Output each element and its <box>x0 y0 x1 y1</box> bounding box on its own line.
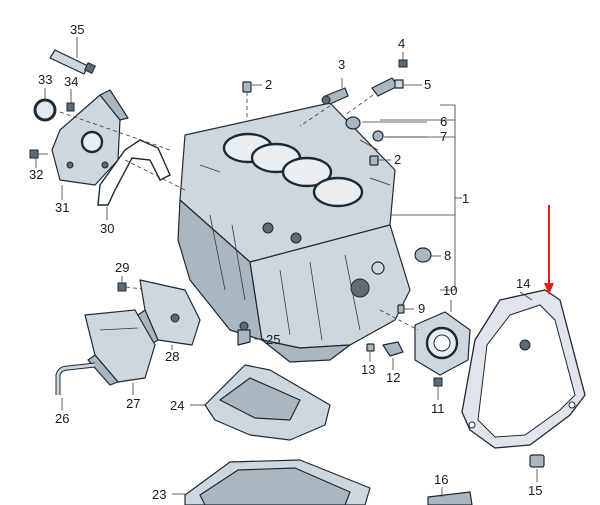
callout-2-side[interactable]: 2 <box>394 152 402 167</box>
gasket-30 <box>97 139 171 220</box>
callout-32[interactable]: 32 <box>29 167 44 182</box>
callout-3[interactable]: 3 <box>338 57 346 72</box>
seal-flange-10 <box>379 300 471 376</box>
timing-cover-31 <box>51 89 129 200</box>
callout-2-top[interactable]: 2 <box>265 77 273 92</box>
callout-23[interactable]: 23 <box>152 487 167 502</box>
callout-4[interactable]: 4 <box>398 36 406 51</box>
oil-pan-23 <box>172 459 371 505</box>
sensor-5 <box>344 77 422 116</box>
baffle-24 <box>190 364 331 441</box>
callout-28[interactable]: 28 <box>165 349 180 364</box>
bolt-11 <box>433 377 443 400</box>
callout-24[interactable]: 24 <box>170 398 185 413</box>
callout-35[interactable]: 35 <box>70 22 85 37</box>
callout-12[interactable]: 12 <box>386 370 401 385</box>
stud-3 <box>299 78 349 127</box>
callout-30[interactable]: 30 <box>100 221 115 236</box>
callout-29[interactable]: 29 <box>115 260 130 275</box>
callout-31[interactable]: 31 <box>55 200 70 215</box>
bolt-29 <box>117 276 151 292</box>
cylinder-bore-4 <box>312 176 364 208</box>
callout-8[interactable]: 8 <box>444 248 452 263</box>
callout-15[interactable]: 15 <box>528 483 543 498</box>
callout-5[interactable]: 5 <box>424 77 432 92</box>
plug-2-side <box>369 155 391 166</box>
pin-13 <box>366 343 375 362</box>
plug-6 <box>345 116 427 130</box>
gasket-14 <box>461 289 586 449</box>
callout-16[interactable]: 16 <box>434 472 449 487</box>
sealant-tube-35 <box>49 37 96 75</box>
fitting-25 <box>237 321 264 346</box>
hose-26 <box>55 362 96 410</box>
callout-11[interactable]: 11 <box>431 401 445 416</box>
callout-33[interactable]: 33 <box>38 72 53 87</box>
bolt-4 <box>398 52 408 68</box>
callout-14[interactable]: 14 <box>516 276 531 291</box>
callout-26[interactable]: 26 <box>55 411 70 426</box>
plug-7 <box>372 130 427 142</box>
callout-6[interactable]: 6 <box>440 114 448 129</box>
callout-7[interactable]: 7 <box>440 129 448 144</box>
part-16 <box>427 487 473 505</box>
bolt-32 <box>29 149 48 168</box>
callout-1[interactable]: 1 <box>462 191 470 206</box>
callout-9[interactable]: 9 <box>418 301 426 316</box>
bolt-34 <box>66 89 75 112</box>
callout-27[interactable]: 27 <box>126 396 141 411</box>
pin-9 <box>397 304 414 314</box>
plug-2-top <box>242 81 262 118</box>
seal-ring-33 <box>33 88 57 122</box>
engine-block <box>177 102 411 363</box>
oil-filter-housing-27 <box>84 309 156 395</box>
callout-13[interactable]: 13 <box>361 362 376 377</box>
callout-10[interactable]: 10 <box>443 283 458 298</box>
sensor-12 <box>382 341 404 370</box>
oil-separator-28 <box>137 279 201 350</box>
cylinder-bore-3 <box>281 156 333 188</box>
plug-8 <box>414 247 441 263</box>
callout-25[interactable]: 25 <box>266 332 281 347</box>
bushing-15 <box>529 454 545 482</box>
callout-34[interactable]: 34 <box>64 74 79 89</box>
